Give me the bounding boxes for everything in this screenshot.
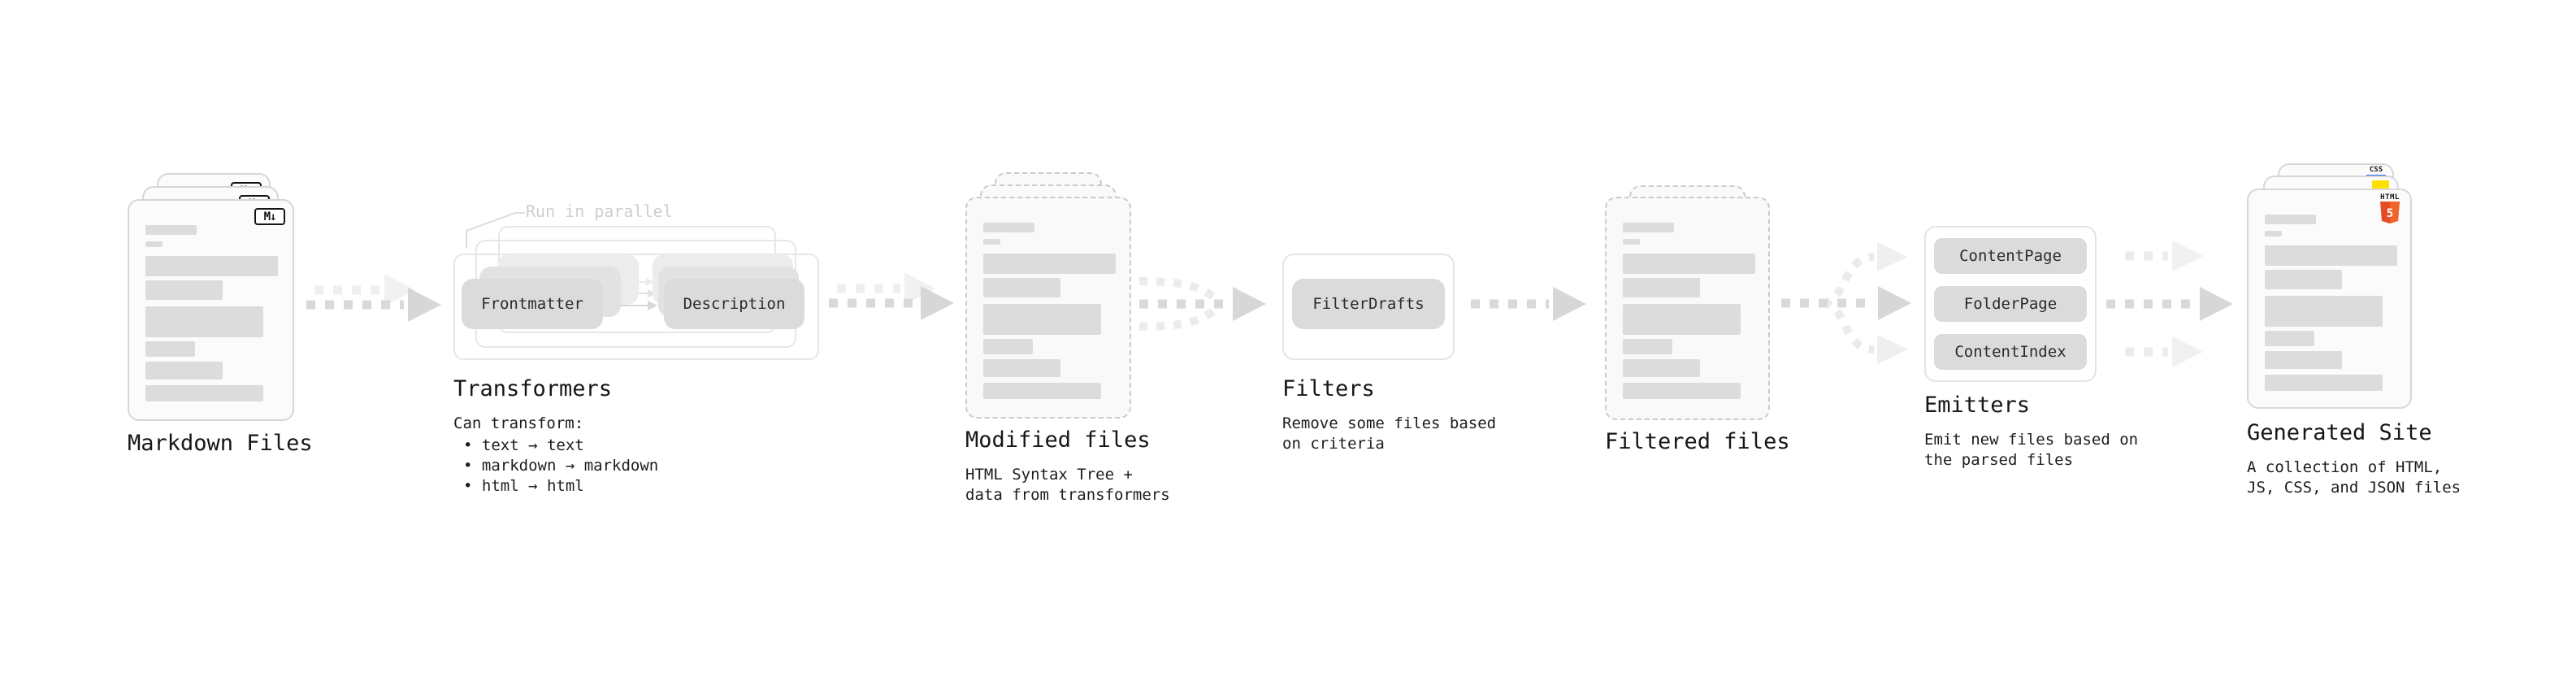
html5-icon: HTML 5 <box>2380 194 2400 227</box>
modified-files-desc-line1: HTML Syntax Tree + <box>965 466 1133 484</box>
text-line-placeholder <box>2265 375 2383 391</box>
modified-files-title: Modified files <box>965 427 1151 453</box>
text-line-placeholder <box>1623 304 1741 335</box>
arrow-markdown-to-transformers <box>306 274 441 322</box>
note-callout-line <box>466 212 525 249</box>
text-line-placeholder <box>2265 270 2342 289</box>
text-line-placeholder <box>983 278 1060 297</box>
transformers-desc-heading: Can transform: <box>453 414 584 432</box>
text-line-placeholder <box>2265 296 2383 327</box>
text-line-placeholder <box>1623 223 1674 232</box>
text-line-placeholder <box>983 223 1034 232</box>
text-line-placeholder <box>1623 254 1755 274</box>
emitters-desc-line2: the parsed files <box>1924 451 2074 469</box>
text-line-placeholder <box>2265 351 2342 369</box>
text-line-placeholder <box>145 256 278 276</box>
arrow-emitters-to-generated <box>2106 241 2233 367</box>
text-line-placeholder <box>1623 278 1700 297</box>
transform-bullet-html: html → html <box>463 476 658 497</box>
text-line-placeholder <box>983 239 1000 245</box>
text-line-placeholder <box>145 306 263 337</box>
filtered-file-card <box>1605 197 1770 420</box>
text-line-placeholder <box>983 359 1060 377</box>
modified-file-card <box>965 197 1131 419</box>
text-line-placeholder <box>1623 339 1672 354</box>
text-line-placeholder <box>145 280 223 300</box>
generated-site-title: Generated Site <box>2247 420 2432 445</box>
text-line-placeholder <box>2265 245 2397 266</box>
run-in-parallel-note: Run in parallel <box>526 202 673 221</box>
html5-shield: 5 <box>2380 202 2400 223</box>
generated-site-desc-line2: JS, CSS, and JSON files <box>2247 479 2461 497</box>
filters-title: Filters <box>1282 376 1375 401</box>
folderpage-pill: FolderPage <box>1934 286 2087 322</box>
transformers-title: Transformers <box>453 376 613 401</box>
arrow-modified-to-filters <box>1138 277 1266 331</box>
javascript-icon <box>2372 180 2389 189</box>
text-line-placeholder <box>1623 383 1741 399</box>
contentpage-pill: ContentPage <box>1934 238 2087 274</box>
markdown-icon: M↓ <box>254 208 285 225</box>
text-line-placeholder <box>145 341 195 357</box>
text-line-placeholder <box>2265 231 2282 236</box>
filters-desc-line2: on criteria <box>1282 435 1385 453</box>
text-line-placeholder <box>1623 239 1640 245</box>
arrow-transformers-to-modified <box>829 272 954 320</box>
text-line-placeholder <box>983 383 1101 399</box>
emitters-desc-line1: Emit new files based on <box>1924 431 2139 449</box>
text-line-placeholder <box>1623 359 1700 377</box>
generated-site-desc-line1: A collection of HTML, <box>2247 458 2443 476</box>
filters-desc-line1: Remove some files based <box>1282 414 1497 432</box>
text-line-placeholder <box>983 304 1101 335</box>
transform-bullet-text: text → text <box>463 436 658 456</box>
transformer-box-front <box>453 254 819 360</box>
text-line-placeholder <box>983 254 1116 274</box>
transform-bullet-markdown: markdown → markdown <box>463 456 658 476</box>
text-line-placeholder <box>983 339 1033 354</box>
arrow-filtered-to-emitters <box>1781 242 1911 364</box>
contentindex-pill: ContentIndex <box>1934 334 2087 370</box>
arrow-filters-to-filtered <box>1471 287 1586 321</box>
frontmatter-pill: Frontmatter <box>462 279 603 329</box>
text-line-placeholder <box>145 385 263 401</box>
filterdrafts-pill: FilterDrafts <box>1292 279 1445 329</box>
text-line-placeholder <box>145 362 223 380</box>
markdown-files-title: Markdown Files <box>128 431 313 456</box>
emitters-title: Emitters <box>1924 393 2031 418</box>
svg-text:5: 5 <box>2387 207 2393 220</box>
text-line-placeholder <box>2265 215 2316 224</box>
filtered-files-title: Filtered files <box>1605 429 1790 454</box>
text-line-placeholder <box>145 241 163 247</box>
text-line-placeholder <box>2265 331 2314 346</box>
generated-file-card: HTML 5 <box>2247 189 2412 409</box>
description-pill: Description <box>664 279 804 329</box>
markdown-file-card: M↓ <box>128 199 294 421</box>
text-line-placeholder <box>145 225 197 235</box>
modified-files-desc-line2: data from transformers <box>965 486 1170 504</box>
